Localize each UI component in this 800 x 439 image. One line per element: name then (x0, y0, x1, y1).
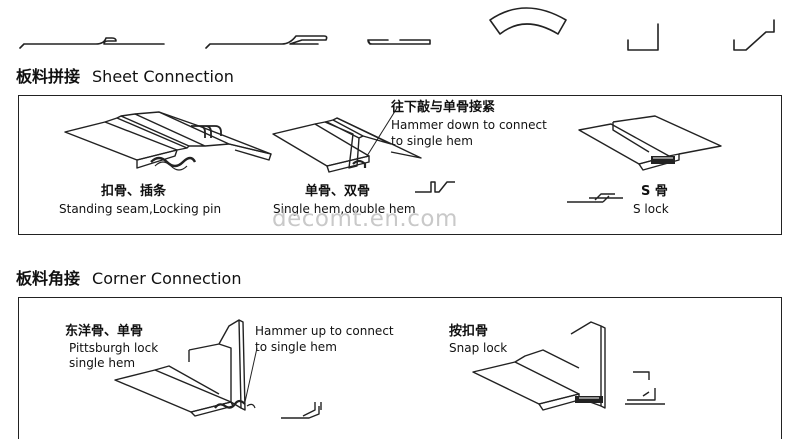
profile-icons-row (19, 7, 775, 51)
watermark: decomt.en.com (272, 206, 458, 232)
corner-connection-title: 板料角接 Corner Connection (16, 265, 241, 289)
standing-seam-profile-icon (191, 125, 222, 138)
sheet-title-cn: 板料拼接 (16, 67, 81, 86)
seam-profile-6-icon (733, 19, 775, 51)
s-lock-label-cn: S 骨 (641, 184, 668, 199)
pittsburgh-lock-drawing (114, 319, 256, 417)
standing-seam-label-cn: 扣骨、插条 (101, 184, 167, 199)
hammer-down-annotation-cn: 往下敲与单骨接紧 (391, 100, 496, 115)
standing-seam-label-en: Standing seam,Locking pin (59, 202, 222, 216)
snap-lock-label-en: Snap lock (449, 341, 508, 355)
elbow-arc-icon (489, 7, 567, 35)
s-lock-drawing (578, 115, 722, 171)
standing-seam-drawing (64, 111, 272, 171)
corner-connection-illustrations (114, 319, 665, 419)
snap-lock-drawing (472, 321, 606, 411)
hammer-up-annotation-en-2: to single hem (255, 340, 337, 354)
sheet-connection-illustrations (64, 107, 722, 203)
pittsburgh-label-en-2: single hem (69, 356, 136, 370)
pittsburgh-label-en-1: Pittsburgh lock (69, 341, 159, 355)
sheet-connection-title: 板料拼接 Sheet Connection (16, 63, 234, 87)
single-hem-label-en: Single hem,double hem (273, 202, 416, 216)
seam-profile-3-icon (367, 39, 431, 45)
sheet-connection-panel: 扣骨、插条 Standing seam,Locking pin 单骨、双骨 Si… (18, 95, 782, 235)
snap-lock-label-cn: 按扣骨 (449, 324, 489, 339)
single-hem-label-cn: 单骨、双骨 (305, 184, 371, 199)
corner-connection-panel: 东洋骨、单骨 Pittsburgh lock single hem Hammer… (18, 297, 782, 439)
hammer-up-annotation-en-1: Hammer up to connect (255, 324, 394, 338)
hammer-down-annotation-en-2: to single hem (391, 134, 473, 148)
snap-lock-profile-icon (625, 371, 665, 405)
hammer-down-annotation-en-1: Hammer down to connect (391, 118, 547, 132)
s-lock-profile-icon (567, 193, 623, 203)
seam-profile-5-icon (627, 23, 659, 51)
seam-profile-1-icon (19, 37, 165, 49)
single-hem-drawing (272, 117, 422, 173)
hem-profile-icon (415, 181, 455, 193)
pittsburgh-label-cn: 东洋骨、单骨 (65, 324, 144, 339)
seam-profile-2-icon (205, 35, 328, 49)
corner-title-en: Corner Connection (92, 269, 242, 288)
sheet-title-en: Sheet Connection (92, 67, 234, 86)
s-lock-label-en: S lock (633, 202, 669, 216)
pittsburgh-profile-icon (281, 402, 322, 419)
corner-title-cn: 板料角接 (16, 269, 81, 288)
